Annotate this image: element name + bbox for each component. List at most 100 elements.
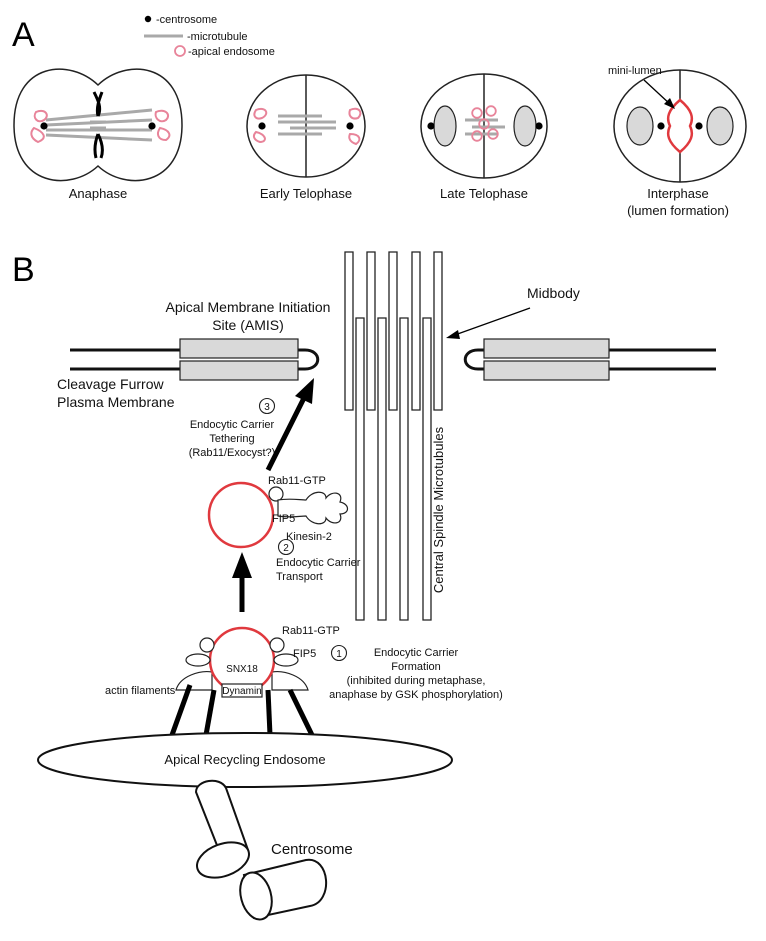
rab11-label-top: Rab11-GTP	[268, 475, 326, 487]
recycling-endosome	[37, 732, 453, 788]
transport-rab11	[268, 486, 284, 502]
snx18-right	[271, 671, 309, 691]
anaphase-endosomes-left	[30, 110, 48, 144]
legend-apical-endosome-circle	[174, 45, 186, 57]
amis-box-bottom-right	[483, 360, 610, 381]
spindle-mt-bottom-4	[422, 317, 432, 621]
early-telophase-microtubules	[278, 114, 336, 136]
stage-label-interphase: Interphase	[647, 186, 708, 201]
forming-rab11-left	[199, 637, 215, 653]
amis-label-line2: Site (AMIS)	[212, 317, 284, 333]
legend-centrosome-label: -centrosome	[156, 14, 217, 26]
right-membrane-tip	[463, 348, 479, 371]
kinesin-motor	[277, 491, 349, 525]
late-telophase-endosomes	[471, 105, 499, 142]
recycling-endosome-label: Apical Recycling Endosome	[164, 752, 325, 767]
dynamin-label: Dynamin	[222, 686, 261, 697]
late-telophase-centrosome-left	[427, 122, 435, 130]
anaphase-membrane	[13, 68, 183, 182]
tether-arrow-head	[295, 378, 314, 404]
transport-carrier	[207, 481, 275, 549]
actin-filaments	[169, 684, 315, 737]
spindle-mt-top-4	[411, 251, 421, 411]
anaphase-centrosome-left	[40, 122, 48, 130]
late-telophase-cell	[420, 73, 548, 179]
snx18-left	[175, 671, 213, 691]
step1-badge	[330, 644, 348, 662]
step3-label-line1: Endocytic Carrier	[190, 419, 275, 431]
transport-arrow-head	[232, 552, 252, 578]
mini-lumen-label: mini-lumen	[608, 65, 662, 77]
step2-label-line1: Endocytic Carrier	[276, 557, 361, 569]
late-telophase-microtubules	[465, 118, 505, 136]
kinesin-label: Kinesin-2	[286, 531, 332, 543]
centrosome-label: Centrosome	[271, 841, 353, 858]
centriole-upper-end	[196, 841, 250, 879]
midbody-pointer	[451, 307, 531, 337]
legend: -centrosome -microtubule -apical endosom…	[144, 14, 275, 58]
early-telophase-centrosome-left	[258, 122, 266, 130]
step2-label-line2: Transport	[276, 571, 323, 583]
centrosome-centrioles	[194, 779, 327, 921]
fip5-label-top: FIP5	[272, 513, 295, 525]
spindle-mt-top-3	[388, 251, 398, 411]
legend-centrosome-dot	[144, 15, 152, 23]
forming-rab11-right	[269, 637, 285, 653]
right-membrane	[463, 338, 716, 381]
midbody-label: Midbody	[527, 285, 580, 301]
fip5-label-bottom: FIP5	[293, 648, 316, 660]
legend-apical-endosome-label: -apical endosome	[188, 46, 275, 58]
stage-label-late-telophase: Late Telophase	[440, 186, 528, 201]
step1-number: 1	[336, 649, 342, 660]
mini-lumen-arrowhead	[664, 98, 675, 109]
left-membrane	[70, 338, 320, 381]
spindle-mt-top-1	[344, 251, 354, 411]
forming-carrier-complex	[169, 626, 315, 737]
early-telophase-centrosome-right	[346, 122, 354, 130]
step3-label-line3: (Rab11/Exocyst?)	[189, 447, 276, 459]
early-telophase-endosomes-right	[348, 107, 362, 146]
panel-a-label: A	[12, 16, 35, 54]
central-spindle-microtubules	[344, 251, 443, 621]
step1-label-line2: Formation	[391, 661, 441, 673]
step1-label-line4: anaphase by GSK phosphorylation)	[329, 689, 503, 701]
step1-label-line3: (inhibited during metaphase,	[347, 675, 486, 687]
spindle-mt-top-2	[366, 251, 376, 411]
furrow-label-line1: Cleavage Furrow	[57, 376, 164, 392]
forming-fip5-right	[273, 653, 299, 667]
central-spindle-label: Central Spindle Microtubules	[431, 426, 446, 593]
interphase-nucleus-right	[706, 106, 734, 146]
anaphase-centrosome-right	[148, 122, 156, 130]
interphase-centrosome-left	[657, 122, 665, 130]
actin-label: actin filaments	[105, 685, 176, 697]
amis-box-top-right	[483, 338, 610, 359]
forming-carrier	[208, 626, 276, 694]
interphase-mini-lumen	[666, 98, 694, 154]
anaphase-cell	[13, 68, 183, 182]
spindle-mt-bottom-1	[355, 317, 365, 621]
left-membrane-tip	[304, 348, 320, 371]
late-telophase-nucleus-right	[513, 105, 537, 147]
amis-label-line1: Apical Membrane Initiation	[166, 299, 331, 315]
rab11-label-bottom: Rab11-GTP	[282, 625, 340, 637]
furrow-label-line2: Plasma Membrane	[57, 394, 175, 410]
step3-label-line2: Tethering	[209, 433, 254, 445]
early-telophase-endosomes-left	[252, 108, 268, 144]
anaphase-chromosomes	[92, 91, 104, 159]
anaphase-endosomes-right	[154, 109, 171, 142]
midbody-arrowhead	[446, 330, 460, 339]
amis-box-top-left	[179, 338, 299, 359]
dynamin-box	[221, 683, 263, 698]
forming-fip5-left	[185, 653, 211, 667]
late-telophase-centrosome-right	[535, 122, 543, 130]
spindle-mt-top-5	[433, 251, 443, 411]
spindle-mt-bottom-2	[377, 317, 387, 621]
step2-number: 2	[283, 543, 289, 554]
stage-label-early-telophase: Early Telophase	[260, 186, 352, 201]
interphase-centrosome-right	[695, 122, 703, 130]
amis-box-bottom-left	[179, 360, 299, 381]
tether-arrow-shaft	[265, 396, 307, 472]
interphase-nucleus-left	[626, 106, 654, 146]
stage-label-anaphase: Anaphase	[69, 186, 128, 201]
interphase-cell	[613, 69, 747, 183]
